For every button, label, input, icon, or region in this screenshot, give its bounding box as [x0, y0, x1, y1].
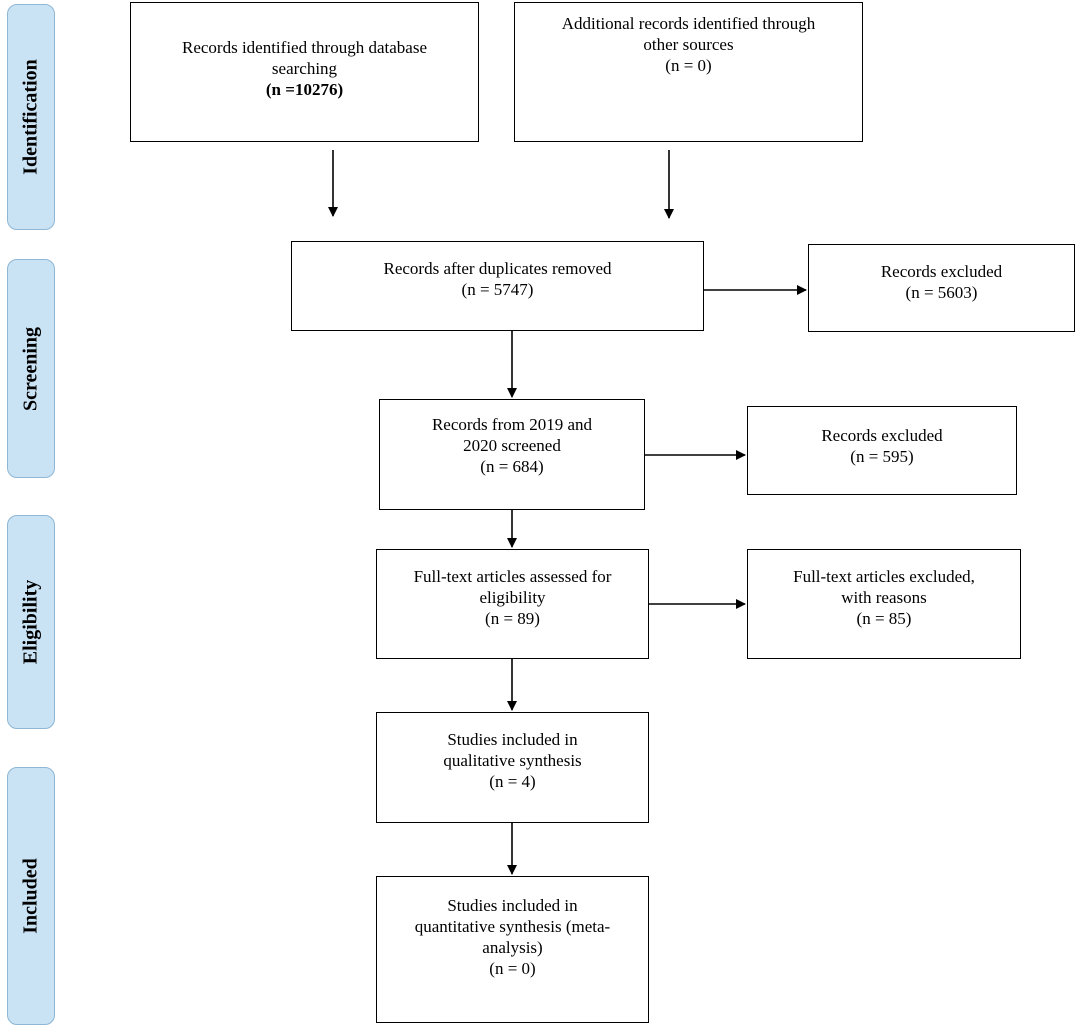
box-text: searching	[271, 59, 338, 78]
box-text: eligibility	[479, 588, 546, 607]
box-text: quantitative synthesis (meta-	[414, 917, 611, 936]
box-other-sources: Additional records identified through ot…	[514, 2, 863, 142]
box-count: (n = 595)	[850, 447, 914, 466]
stage-eligibility: Eligibility	[7, 515, 55, 729]
stage-identification: Identification	[7, 4, 55, 230]
box-text: Records excluded	[880, 262, 1003, 281]
box-text: Additional records identified through	[561, 14, 816, 33]
stage-included: Included	[7, 767, 55, 1025]
box-text: analysis)	[482, 938, 543, 957]
box-text: Studies included in	[447, 896, 578, 915]
box-text: 2020 screened	[463, 436, 561, 455]
box-text: other sources	[643, 35, 734, 54]
box-count: (n = 89)	[485, 609, 540, 628]
box-text: Records identified through database	[181, 38, 427, 57]
box-count: (n = 5603)	[905, 283, 978, 302]
box-text: Records after duplicates removed	[383, 259, 612, 278]
stage-screening: Screening	[7, 259, 55, 478]
box-quantitative-synthesis: Studies included in quantitative synthes…	[376, 876, 649, 1023]
box-count: (n = 0)	[665, 56, 712, 75]
box-count: (n = 4)	[489, 772, 536, 791]
box-count: (n =10276)	[265, 80, 344, 99]
box-count: (n = 5747)	[461, 280, 534, 299]
box-count: (n = 684)	[480, 457, 544, 476]
box-text: Full-text articles excluded,	[793, 567, 975, 586]
box-text: qualitative synthesis	[443, 751, 582, 770]
box-duplicates-removed: Records after duplicates removed (n = 57…	[291, 241, 704, 331]
box-fulltext-excluded: Full-text articles excluded, with reason…	[747, 549, 1021, 659]
box-database-records: Records identified through database sear…	[130, 2, 479, 142]
box-fulltext-assessed: Full-text articles assessed for eligibil…	[376, 549, 649, 659]
box-text: Records from 2019 and	[431, 415, 593, 434]
box-records-excluded-1: Records excluded (n = 5603)	[808, 244, 1075, 332]
box-count: (n = 0)	[489, 959, 536, 978]
box-text: with reasons	[841, 588, 927, 607]
box-count: (n = 85)	[856, 609, 912, 628]
box-qualitative-synthesis: Studies included in qualitative synthesi…	[376, 712, 649, 823]
box-text: Full-text articles assessed for	[413, 567, 612, 586]
box-records-screened: Records from 2019 and 2020 screened (n =…	[379, 399, 645, 510]
box-records-excluded-2: Records excluded (n = 595)	[747, 406, 1017, 495]
box-text: Records excluded	[821, 426, 943, 445]
box-text: Studies included in	[447, 730, 578, 749]
